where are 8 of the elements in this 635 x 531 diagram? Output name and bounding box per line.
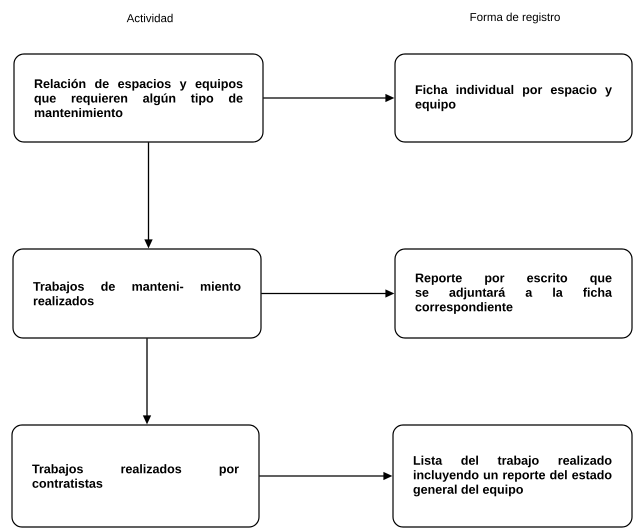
process-box: Reporte por escrito que se adjuntará a la ficha correspondiente <box>394 248 633 339</box>
process-box: Trabajos realizados por contratistas <box>11 424 260 528</box>
process-box: Ficha individual por espacio y equipo <box>394 53 633 143</box>
column-heading: Actividad <box>126 14 173 22</box>
process-box: Relación de espacios y equipos que requieren algún tipo de mantenimiento <box>13 53 264 143</box>
process-box: Lista del trabajo realizado incluyendo un reporte del estado general del equipo <box>392 424 633 528</box>
column-heading: Forma de registro <box>470 12 560 24</box>
process-box: Trabajos de manteni- miento realizados <box>12 248 262 339</box>
